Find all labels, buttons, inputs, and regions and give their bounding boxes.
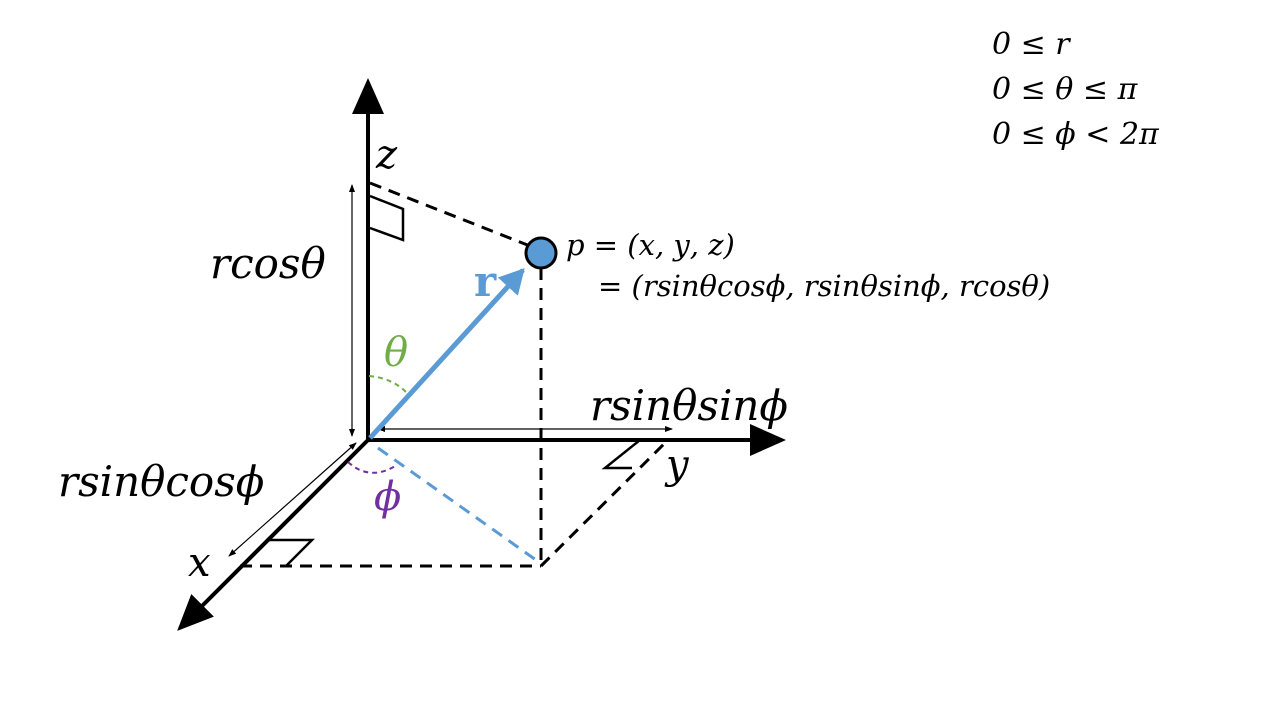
constraint-theta: 0 ≤ 𝜃 ≤ 𝜋 xyxy=(992,72,1139,107)
right-angle-marker-x xyxy=(268,538,316,567)
right-angle-marker-y xyxy=(601,439,641,470)
theta-angle-arc xyxy=(368,375,407,393)
z-projection-dashed-line xyxy=(369,181,531,248)
right-angle-marker-z xyxy=(369,194,405,242)
x-projection-label: 𝑟sin𝜃cos𝜙 xyxy=(58,457,264,506)
x-dimension-arrow xyxy=(228,442,357,557)
z-projection-label: 𝑟cos𝜃 xyxy=(210,239,326,288)
phi-label: 𝜙 xyxy=(374,474,401,520)
xy-plane-projection-line xyxy=(377,446,537,562)
position-vector-r xyxy=(368,268,525,440)
constraint-phi: 0 ≤ 𝜙 < 2𝜋 xyxy=(992,117,1160,152)
x-axis-label: 𝑥 xyxy=(188,540,211,586)
theta-label: 𝜃 xyxy=(384,330,408,376)
point-p-label-line1: 𝑝 = (𝑥, 𝑦, 𝑧) xyxy=(566,228,735,262)
point-p-label-line2: = (𝑟sin𝜃cos𝜙, 𝑟sin𝜃sin𝜙, 𝑟cos𝜃) xyxy=(598,269,1050,303)
y-projection-dashed-line xyxy=(539,438,670,568)
constraint-r: 0 ≤ 𝑟 xyxy=(992,27,1071,62)
y-axis-label: 𝑦 xyxy=(664,442,690,488)
point-p xyxy=(524,236,558,270)
z-axis-label: 𝑧 xyxy=(375,132,398,178)
y-projection-label: 𝑟sin𝜃sin𝜙 xyxy=(590,381,788,430)
vector-r-label: 𝐫 xyxy=(474,257,497,306)
phi-angle-arc xyxy=(347,461,398,474)
